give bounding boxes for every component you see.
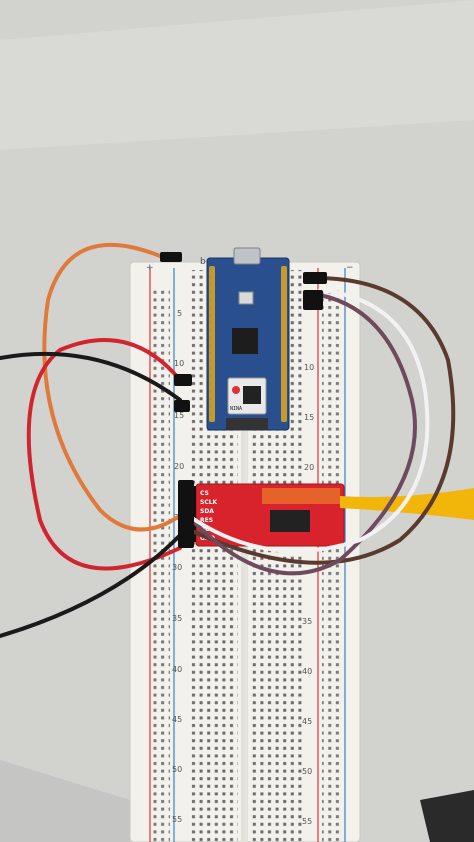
right-wire-connector-bottom — [303, 290, 323, 310]
left-rail-holes — [153, 290, 170, 842]
pin-label: RES — [200, 517, 213, 524]
row-number: 10 — [174, 359, 184, 368]
flex-connector — [262, 488, 340, 504]
mcu-chip — [232, 328, 258, 354]
ribbon-cable — [340, 488, 474, 520]
row-number: 15 — [304, 413, 314, 422]
usb-port — [233, 247, 261, 265]
pin-label: CS — [200, 490, 209, 497]
rail-minus-label: − — [346, 263, 354, 273]
reset-button — [238, 291, 254, 305]
row-number: 30 — [172, 563, 182, 572]
red-wire-connector — [174, 374, 192, 386]
row-number: 55 — [302, 817, 312, 826]
red-wire — [26, 338, 182, 571]
black-wire-connector — [174, 400, 190, 412]
black-wire-bottom — [0, 528, 187, 638]
row-number: 40 — [302, 667, 312, 676]
brown-wire — [188, 276, 456, 565]
qr-code — [243, 386, 261, 404]
black-wire-top — [0, 351, 182, 402]
row-number: 15 — [174, 411, 184, 420]
pin-label: SCLK — [200, 499, 218, 506]
orange-wire-connector — [160, 252, 182, 262]
row-number: 55 — [172, 815, 182, 824]
pin-label: SDA — [200, 508, 214, 515]
driver-chip — [270, 510, 310, 532]
row-number: 45 — [172, 715, 182, 724]
brand-logo — [232, 386, 240, 394]
module-label: NINA — [230, 406, 242, 412]
row-number: 35 — [302, 617, 312, 626]
rail-plus-label: + — [146, 263, 154, 273]
row-number: 10 — [304, 363, 314, 372]
row-number: 45 — [302, 717, 312, 726]
antenna — [226, 418, 268, 430]
row-number: 50 — [302, 767, 312, 776]
jumper-wires — [0, 242, 456, 638]
orange-wire — [42, 242, 192, 532]
microcontroller-board: NINA — [206, 247, 290, 431]
connector-housings — [160, 252, 327, 548]
row-numbers: 5 10 15 20 25 30 35 40 45 50 55 10 15 20… — [146, 257, 354, 826]
display-wire-connectors — [178, 480, 194, 548]
mauve-wire — [190, 293, 417, 576]
row-number: 20 — [304, 463, 314, 472]
right-wire-connector-top — [303, 272, 327, 284]
row-number: 50 — [172, 765, 182, 774]
row-number: 20 — [174, 462, 184, 471]
white-wire — [190, 288, 430, 553]
pin-label: DC — [200, 526, 210, 533]
column-letter: b — [200, 257, 206, 267]
row-number: 35 — [172, 614, 182, 623]
row-number: 5 — [177, 309, 182, 318]
row-number: 40 — [172, 665, 182, 674]
